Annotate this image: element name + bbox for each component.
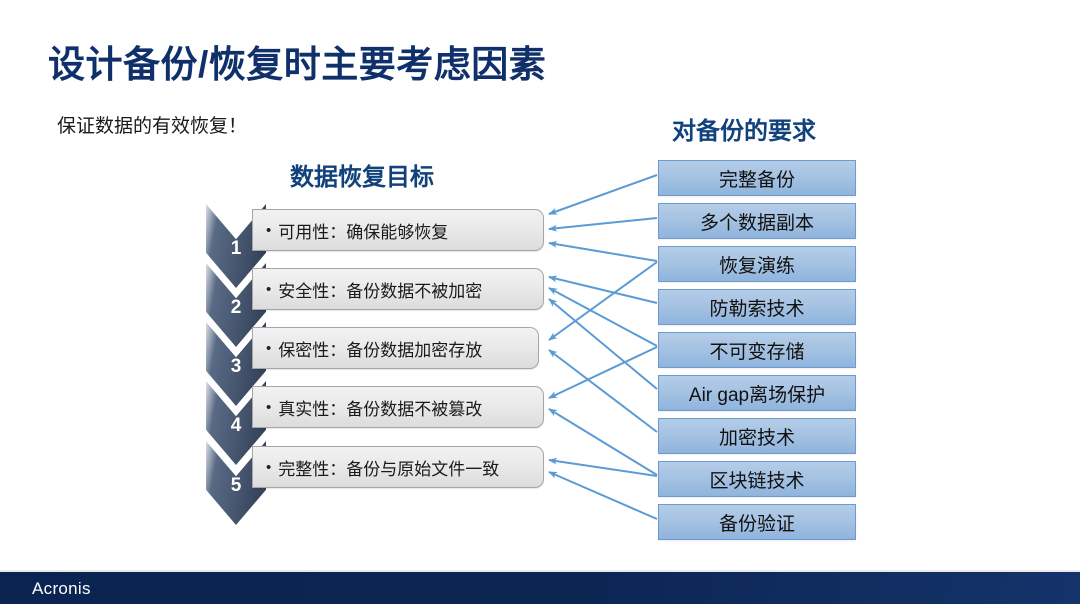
requirement-label: 不可变存储 bbox=[709, 341, 805, 363]
goal-row-5[interactable]: • 完整性：备份与原始文件一致 bbox=[252, 446, 544, 488]
requirement-box-2[interactable]: 多个数据副本 bbox=[658, 203, 856, 239]
bullet-icon: • bbox=[266, 221, 272, 239]
requirement-label: 完整备份 bbox=[718, 169, 795, 191]
step-number-5: 5 bbox=[230, 475, 242, 496]
right-column-heading: 对备份的要求 bbox=[672, 118, 816, 145]
goal-row-label: 保密性：备份数据加密存放 bbox=[278, 340, 483, 360]
step-number-1: 1 bbox=[230, 238, 242, 259]
requirement-label: 防勒索技术 bbox=[709, 298, 805, 320]
left-column-heading: 数据恢复目标 bbox=[290, 164, 434, 191]
step-number-2: 2 bbox=[230, 297, 242, 318]
step-number-3: 3 bbox=[230, 356, 242, 377]
step-number-4: 4 bbox=[230, 415, 242, 436]
requirement-label: Air gap离场保护 bbox=[688, 384, 826, 406]
requirement-label: 备份验证 bbox=[718, 513, 795, 535]
goal-row-3[interactable]: • 保密性：备份数据加密存放 bbox=[252, 327, 539, 369]
requirement-box-7[interactable]: 加密技术 bbox=[658, 418, 856, 454]
bullet-icon: • bbox=[266, 339, 272, 357]
goal-row-label: 可用性：确保能够恢复 bbox=[278, 222, 449, 242]
requirement-label: 多个数据副本 bbox=[699, 212, 814, 234]
requirement-box-5[interactable]: 不可变存储 bbox=[658, 332, 856, 368]
requirement-label: 恢复演练 bbox=[718, 255, 795, 277]
bullet-icon: • bbox=[266, 398, 272, 416]
goal-row-label: 完整性：备份与原始文件一致 bbox=[278, 459, 500, 479]
page-title: 设计备份/恢复时主要考虑因素 bbox=[48, 44, 547, 85]
footer-bar: Acronis bbox=[0, 572, 1080, 604]
footer-divider bbox=[0, 570, 1080, 572]
requirement-label: 加密技术 bbox=[718, 427, 795, 449]
requirement-box-9[interactable]: 备份验证 bbox=[658, 504, 856, 540]
goal-row-2[interactable]: • 安全性：备份数据不被加密 bbox=[252, 268, 544, 310]
goal-row-4[interactable]: • 真实性：备份数据不被篡改 bbox=[252, 386, 544, 428]
bullet-icon: • bbox=[266, 280, 272, 298]
requirement-box-8[interactable]: 区块链技术 bbox=[658, 461, 856, 497]
requirement-label: 区块链技术 bbox=[709, 470, 805, 492]
goal-row-label: 真实性：备份数据不被篡改 bbox=[278, 399, 483, 419]
requirement-box-3[interactable]: 恢复演练 bbox=[658, 246, 856, 282]
page-subtitle: 保证数据的有效恢复！ bbox=[57, 116, 248, 137]
bullet-icon: • bbox=[266, 458, 272, 476]
requirement-box-6[interactable]: Air gap离场保护 bbox=[658, 375, 856, 411]
goal-row-1[interactable]: • 可用性：确保能够恢复 bbox=[252, 209, 544, 251]
acronis-logo: Acronis bbox=[32, 579, 91, 598]
goal-row-label: 安全性：备份数据不被加密 bbox=[278, 281, 483, 301]
requirement-box-1[interactable]: 完整备份 bbox=[658, 160, 856, 196]
requirement-box-4[interactable]: 防勒索技术 bbox=[658, 289, 856, 325]
